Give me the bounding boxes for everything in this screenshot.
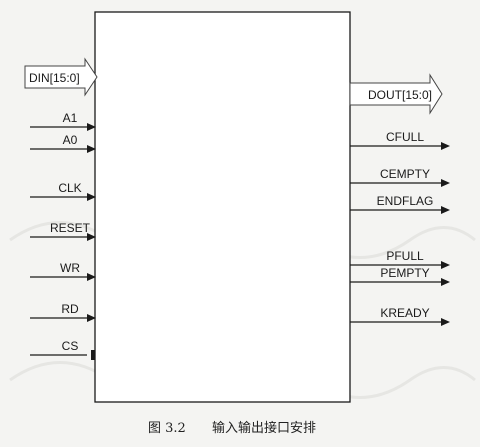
input-pin-label: A0 — [63, 133, 78, 147]
output-pin-endflag: ENDFLAG — [350, 194, 450, 214]
arrow-right-icon — [87, 233, 96, 241]
chip-body — [94, 11, 351, 403]
output-pin-label: KREADY — [380, 306, 429, 320]
input-pin-label: CS — [62, 339, 79, 353]
arrow-right-icon — [441, 206, 450, 214]
arrow-right-icon — [87, 193, 96, 201]
input-pin-reset: RESET — [30, 221, 96, 241]
din-bus: DIN[15:0] — [24, 57, 98, 97]
output-pin-label: PEMPTY — [380, 266, 429, 280]
dout-bus: DOUT[15:0] — [349, 73, 443, 115]
input-pin-a0: A0 — [30, 133, 96, 153]
arrow-right-icon — [441, 142, 450, 150]
arrow-right-icon — [87, 123, 96, 131]
output-pin-cfull: CFULL — [350, 130, 450, 150]
caption-number: 图 3.2 — [148, 421, 186, 436]
input-pin-label: A1 — [63, 111, 78, 125]
arrow-right-icon — [441, 261, 450, 269]
output-pin-cempty: CEMPTY — [350, 167, 450, 187]
dout-label: DOUT[15:0] — [368, 88, 432, 102]
input-pin-clk: CLK — [30, 181, 96, 201]
output-pin-label: CEMPTY — [380, 167, 430, 181]
output-pin-label: CFULL — [386, 130, 424, 144]
arrow-right-icon — [87, 273, 96, 281]
input-pin-wr: WR — [30, 261, 96, 281]
figure-caption: 图 3.2 输入输出接口安排 — [148, 420, 316, 436]
output-pins: CFULL CEMPTY ENDFLAG PFULL PEMPTY KREADY — [350, 130, 450, 326]
output-pin-label: ENDFLAG — [377, 194, 434, 208]
pin-bar-icon — [91, 350, 95, 360]
din-bus-arrow-icon — [24, 57, 98, 97]
arrow-right-icon — [441, 179, 450, 187]
input-pin-label: CLK — [58, 181, 81, 195]
input-pin-cs: CS — [30, 339, 95, 360]
caption-text: 输入输出接口安排 — [212, 420, 316, 436]
input-pin-label: WR — [60, 261, 80, 275]
input-pin-a1: A1 — [30, 111, 96, 131]
output-pin-kready: KREADY — [350, 306, 450, 326]
dout-bus-arrow-icon — [349, 73, 443, 115]
output-pin-label: PFULL — [386, 249, 424, 263]
arrow-right-icon — [441, 278, 450, 286]
input-pin-label: RESET — [50, 221, 91, 235]
output-pin-pempty: PEMPTY — [350, 266, 450, 286]
input-pin-rd: RD — [30, 302, 96, 322]
arrow-right-icon — [87, 145, 96, 153]
arrow-right-icon — [87, 314, 96, 322]
output-pin-pfull: PFULL — [350, 249, 450, 269]
din-label: DIN[15:0] — [29, 71, 80, 85]
input-pin-label: RD — [61, 302, 79, 316]
arrow-right-icon — [441, 318, 450, 326]
